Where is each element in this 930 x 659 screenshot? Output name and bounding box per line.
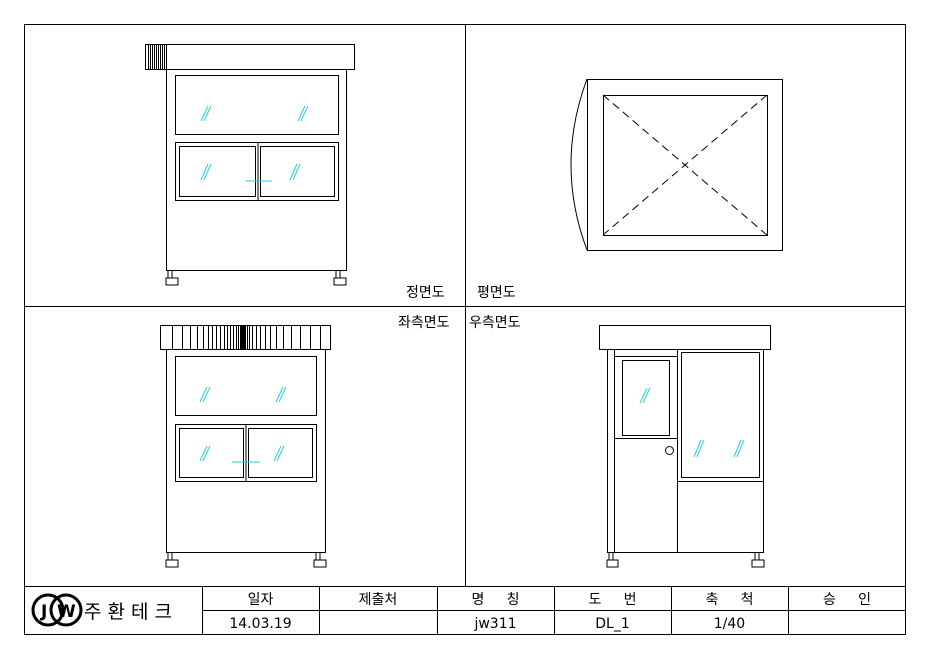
title-block-header: 제출처 <box>359 592 398 608</box>
right-side-view <box>599 325 771 568</box>
label-right-side-view: 우측면도 <box>469 315 521 331</box>
label-plan-view: 평면도 <box>477 285 516 301</box>
title-block-value: jw311 <box>473 616 516 632</box>
title-block-header: 승 인 <box>823 592 871 608</box>
svg-text:W: W <box>57 602 76 622</box>
label-front-view: 정면도 <box>406 285 445 301</box>
title-block: J W 주 환 테 크 일자 14.03.19 제출처 명 칭 jw311 도 번 DL_1… <box>24 586 906 634</box>
plan-view <box>570 78 783 251</box>
title-block-value: DL_1 <box>595 616 630 632</box>
title-block-header: 명 칭 <box>471 592 519 608</box>
left-side-view <box>160 325 331 568</box>
title-block-header: 일자 <box>248 592 274 608</box>
title-block-header: 도 번 <box>588 592 636 608</box>
title-block-value: 1/40 <box>714 616 745 632</box>
title-block-value: 14.03.19 <box>229 616 291 632</box>
front-view <box>145 44 355 286</box>
svg-text:J: J <box>40 602 47 622</box>
door-knob <box>665 446 674 455</box>
title-block-header: 축 척 <box>705 592 753 608</box>
label-left-side-view: 좌측면도 <box>398 315 450 331</box>
company-name: 주 환 테 크 <box>84 601 172 623</box>
company-logo: J W <box>31 593 83 627</box>
